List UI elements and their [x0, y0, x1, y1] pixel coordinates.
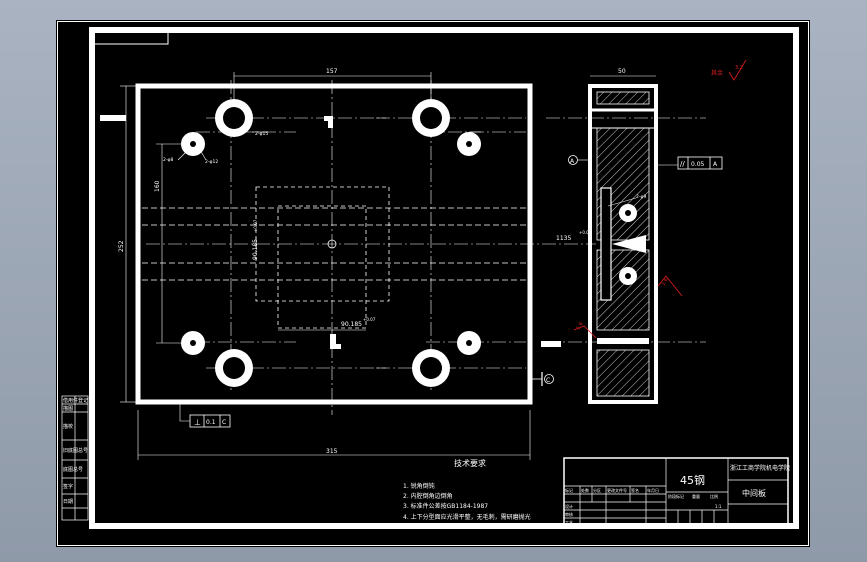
stage-2: 比例 — [710, 493, 718, 499]
small-dim-b: 2-φ12 — [205, 159, 218, 165]
dim-top-width: 157 — [326, 68, 338, 75]
code-box — [95, 33, 169, 45]
tech-notes: 技术要求 1. 锐角倒钝 2. 内腔倒角边倒角 3. 标准件公差按GB1184-… — [403, 458, 531, 521]
guide-holes — [215, 99, 450, 387]
part-name: 中间板 — [742, 488, 766, 498]
note-3: 3. 标准件公差按GB1184-1987 — [403, 502, 488, 510]
front-view: 2-φ8 2-φ12 2-φ15 157 252 160 315 90.185 … — [100, 68, 706, 460]
sprue-center — [327, 239, 337, 249]
parallel-frame: // 0.05 A — [677, 156, 723, 170]
roughness-rest-value: 3.2 — [735, 65, 743, 71]
row-2: 工艺 — [565, 520, 573, 525]
drawing-sheet: 借用件登记 描图 描校 旧底图总号 底图总号 签字 日期 — [56, 20, 810, 547]
perp-symbol: ⊥ — [194, 418, 201, 427]
stage-0: 阶段标记 — [668, 493, 684, 499]
parallel-symbol: // — [680, 160, 685, 168]
stage-1: 重量 — [692, 493, 700, 499]
left-label-5: 签字 — [63, 483, 73, 490]
hdr-0: 标记 — [565, 487, 573, 493]
dim-bore-v: 90.185 — [252, 239, 259, 260]
small-holes — [181, 132, 481, 355]
datum-c: C — [546, 377, 550, 384]
dim-total-height: 252 — [118, 240, 125, 252]
hdr-4: 签名 — [631, 487, 639, 493]
scale: 1:1 — [715, 504, 722, 509]
sprue-taper — [612, 235, 646, 253]
cad-drawing: 借用件登记 描图 描校 旧底图总号 底图总号 签字 日期 — [57, 21, 809, 546]
note-1: 1. 锐角倒钝 — [403, 482, 435, 490]
parallel-datum: A — [713, 161, 718, 168]
row-1: 审核 — [565, 511, 573, 517]
roughness-corner: 1.6 — [576, 321, 585, 331]
title-block: 45钢 浙江工商学院机电学院 中间板 标记 处数 分区 更改文件号 签名 年月日… — [563, 457, 790, 527]
dim-side-height: 160 — [154, 180, 161, 192]
row-0: 设计 — [565, 503, 573, 509]
notes-title: 技术要求 — [454, 458, 486, 468]
material: 45钢 — [680, 474, 705, 487]
hdr-5: 年月日 — [647, 487, 659, 493]
school-name: 浙江工商学院机电学院 — [730, 464, 790, 472]
datum-a: A — [570, 158, 575, 165]
roughness-side: 1.6 — [661, 277, 670, 287]
left-label-6: 日期 — [63, 499, 73, 505]
left-label-2: 描校 — [63, 423, 73, 430]
small-dim-c: 2-φ15 — [255, 131, 268, 137]
note-4: 4. 上下分型面应光滑平整，无毛刺，需研磨抛光 — [403, 513, 531, 521]
dimension-lines — [120, 72, 531, 460]
left-label-0: 借用件登记 — [63, 397, 88, 404]
left-table-labels: 借用件登记 描图 描校 旧底图总号 底图总号 签字 日期 — [63, 397, 88, 505]
left-table — [61, 395, 89, 521]
outer-border — [57, 21, 809, 546]
dim-side-width: 50 — [618, 68, 626, 75]
small-dim-a: 2-φ8 — [163, 157, 173, 163]
hdr-3: 更改文件号 — [607, 487, 627, 493]
dim-total-width: 315 — [326, 448, 338, 455]
left-label-3: 旧底图总号 — [63, 447, 88, 454]
note-2: 2. 内腔倒角边倒角 — [403, 492, 453, 500]
right-mark — [541, 341, 561, 347]
dim-hole: 1135 — [556, 235, 571, 242]
perp-value: 0.1 — [206, 419, 216, 426]
small-dim-d: 2-φ9 — [636, 194, 646, 200]
hdr-1: 处数 — [581, 487, 589, 493]
perp-frame: ⊥ 0.1 C — [189, 414, 231, 428]
side-outline — [588, 84, 658, 404]
left-mark — [100, 115, 126, 121]
roughness-marks — [573, 59, 747, 339]
parallel-value: 0.05 — [691, 161, 705, 168]
side-view: 50 1135 +0.05 2-φ9 A // 0.05 A C 其余 3 — [530, 59, 747, 404]
left-label-4: 底图总号 — [63, 466, 83, 473]
perp-datum: C — [222, 419, 226, 426]
inner-border — [89, 27, 799, 529]
left-label-1: 描图 — [63, 405, 73, 412]
dim-bore-h: 90.185 — [341, 321, 362, 328]
locator-blocks — [324, 116, 341, 349]
roughness-rest-label: 其余 — [711, 69, 723, 77]
cavity-inner — [277, 205, 367, 329]
hidden-lines — [142, 207, 526, 281]
dim-hole-tol: +0.05 — [579, 230, 592, 235]
dim-bore-h-tol: +0.07 — [363, 317, 376, 322]
hdr-2: 分区 — [593, 487, 601, 493]
dim-bore-v-tol: +0.07 — [253, 219, 258, 232]
